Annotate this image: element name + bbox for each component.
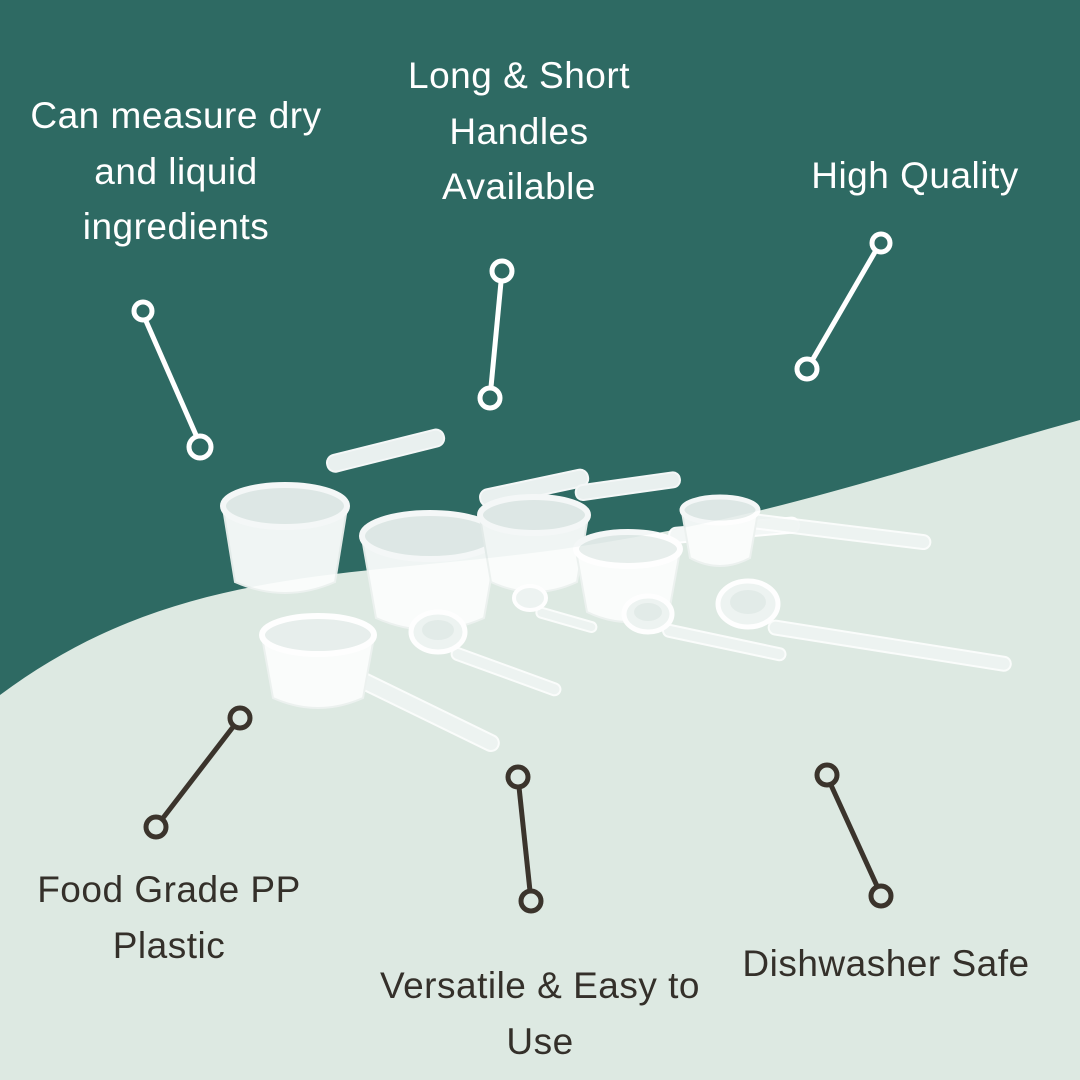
callout-long-short-handles: Long & Short Handles Available (408, 55, 630, 207)
connector-bottom-center (505, 764, 544, 914)
connector-top-center (477, 258, 515, 411)
callout-dishwasher-safe: Dishwasher Safe (742, 943, 1030, 984)
connector-top-left (131, 299, 214, 461)
connector-bottom-right (814, 762, 894, 909)
callout-high-quality: High Quality (811, 155, 1019, 196)
callout-measure-dry-liquid: Can measure dry and liquid ingredients (30, 95, 322, 247)
callout-versatile-easy-use: Versatile & Easy to Use (379, 965, 701, 1062)
callout-food-grade-plastic: Food Grade PP Plastic (37, 869, 301, 966)
connector-top-right (794, 231, 893, 382)
connector-bottom-left (143, 705, 253, 840)
